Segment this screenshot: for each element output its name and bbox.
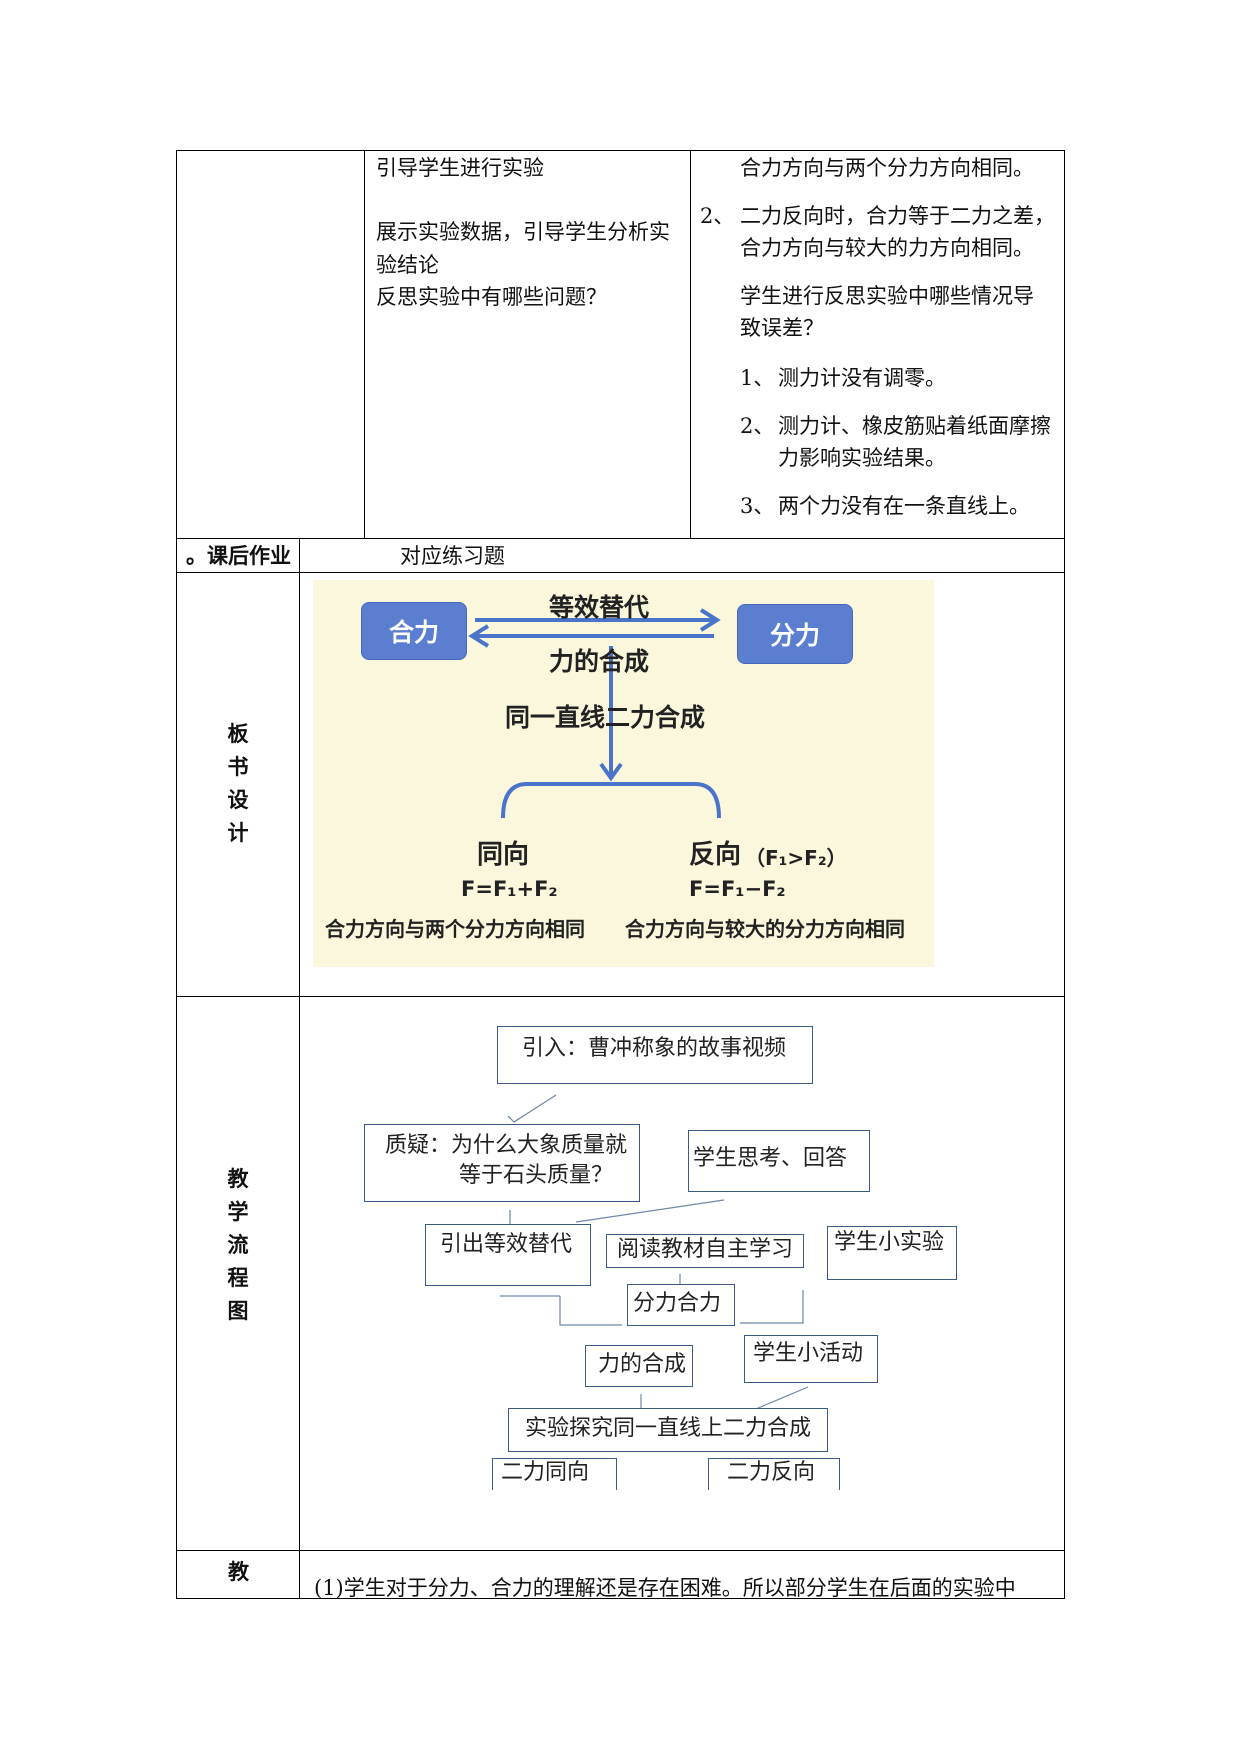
opposite-direction-note: 合力方向与较大的分力方向相同	[625, 917, 905, 941]
flow-node-activity: 学生小活动	[744, 1335, 878, 1383]
flow-node-equivalent: 引出等效替代	[425, 1224, 591, 1286]
teacher-activity-line-1: 引导学生进行实验	[376, 156, 544, 180]
same-direction-formula: F=F₁+F₂	[461, 877, 558, 901]
row-divider-homework-top	[176, 538, 1065, 539]
homework-content: 对应练习题	[400, 544, 505, 568]
flow-node-question-line-1: 质疑：为什么大象质量就	[385, 1133, 628, 1158]
teacher-activity-line-4: 反思实验中有哪些问题？	[376, 285, 607, 309]
same-direction-note: 合力方向与两个分力方向相同	[325, 917, 585, 941]
homework-label: 。课后作业	[186, 544, 291, 568]
resultant-force-box: 合力	[361, 602, 467, 660]
collinear-composition-title: 同一直线二力合成	[505, 703, 706, 732]
student-reflect-line-1: 学生进行反思实验中哪些情况导	[740, 284, 1034, 308]
student-item-2-number: 2、	[700, 204, 735, 228]
branch-bracket	[501, 782, 721, 819]
flow-node-question: 质疑：为什么大象质量就 等于石头质量？	[364, 1124, 640, 1202]
blackboard-diagram: 合力 分力 等效替代 力的合成 同一直线二力合成 同向 F=F₁+F₂ 合力方向…	[313, 580, 934, 967]
reflection-text: (1)学生对于分力、合力的理解还是存在困难。所以部分学生在后面的实验中	[314, 1576, 1016, 1600]
down-arrow-head	[599, 762, 623, 782]
student-item-2-line-1: 二力反向时，合力等于二力之差，	[740, 204, 1055, 228]
top-row-divider-1	[364, 150, 365, 538]
flow-node-read: 阅读教材自主学习	[606, 1234, 804, 1268]
flow-label-char-5: 图	[227, 1299, 249, 1323]
table-border-left	[176, 150, 177, 1598]
table-border-bottom	[176, 1598, 1065, 1599]
flow-node-compose: 力的合成	[585, 1345, 693, 1387]
error-item-2-text-2: 力影响实验结果。	[778, 446, 946, 470]
row-divider-board-top	[176, 572, 1065, 573]
flow-node-opposite-direction: 二力反向	[708, 1458, 840, 1490]
flow-node-question-line-2: 等于石头质量？	[459, 1163, 614, 1188]
flow-node-same-direction: 二力同向	[492, 1458, 617, 1490]
same-direction-title: 同向	[477, 840, 530, 870]
row-divider-flow-top	[176, 996, 1065, 997]
connector-intro-question	[513, 1094, 557, 1123]
flow-label-char-4: 程	[227, 1266, 249, 1290]
flow-node-small-experiment: 学生小实验	[827, 1226, 957, 1280]
opposite-direction-formula: F=F₁−F₂	[689, 877, 786, 901]
teacher-activity-line-2: 展示实验数据，引导学生分析实	[376, 220, 670, 244]
connector-equiv-force	[559, 1296, 622, 1326]
flow-node-explore: 实验探究同一直线上二力合成	[508, 1408, 828, 1452]
student-reflect-line-2: 致误差？	[740, 316, 824, 340]
reflection-label: 教	[228, 1560, 249, 1584]
error-item-2-text-1: 测力计、橡皮筋贴着纸面摩擦	[778, 414, 1051, 438]
table-border-top	[176, 150, 1065, 151]
board-label-char-2: 书	[227, 755, 249, 779]
board-design-label: 板 书 设 计	[218, 718, 258, 850]
component-force-box: 分力	[737, 604, 853, 664]
student-item-2-line-2: 合力方向与较大的力方向相同。	[740, 236, 1034, 260]
table-border-right	[1064, 150, 1065, 1598]
opposite-direction-condition: （F₁>F₂）	[745, 846, 847, 870]
flow-node-intro: 引入：曹冲称象的故事视频	[497, 1026, 813, 1084]
label-column-divider	[299, 538, 300, 1598]
connector-think-equiv	[575, 1199, 725, 1223]
top-row-divider-2	[690, 150, 691, 538]
arrow-bottom-head	[468, 624, 490, 648]
connector-exp-force	[740, 1290, 804, 1324]
board-label-char-3: 设	[227, 788, 249, 812]
teacher-activity-line-3: 验结论	[376, 253, 439, 277]
board-label-char-1: 板	[227, 722, 249, 746]
flow-node-force: 分力合力	[627, 1284, 735, 1326]
arrow-top-head	[699, 608, 721, 632]
board-arrows	[468, 608, 721, 819]
opposite-direction-title: 反向	[689, 840, 742, 870]
flow-label-char-1: 教	[227, 1167, 249, 1191]
error-item-3-number: 3、	[740, 494, 775, 518]
student-conclusion-line-1: 合力方向与两个分力方向相同。	[740, 156, 1034, 180]
error-item-1-text: 测力计没有调零。	[778, 366, 946, 390]
error-item-2-number: 2、	[740, 414, 775, 438]
force-composition-label: 力的合成	[549, 647, 650, 676]
flowchart-label: 教 学 流 程 图	[218, 1163, 258, 1328]
flow-node-think: 学生思考、回答	[688, 1130, 870, 1192]
flow-label-char-2: 学	[227, 1200, 249, 1224]
row-divider-reflection-top	[176, 1550, 1065, 1551]
equivalent-substitution-label: 等效替代	[549, 593, 650, 622]
board-label-char-4: 计	[227, 821, 249, 845]
error-item-1-number: 1、	[740, 366, 775, 390]
error-item-3-text: 两个力没有在一条直线上。	[778, 494, 1030, 518]
flow-label-char-3: 流	[227, 1233, 249, 1257]
